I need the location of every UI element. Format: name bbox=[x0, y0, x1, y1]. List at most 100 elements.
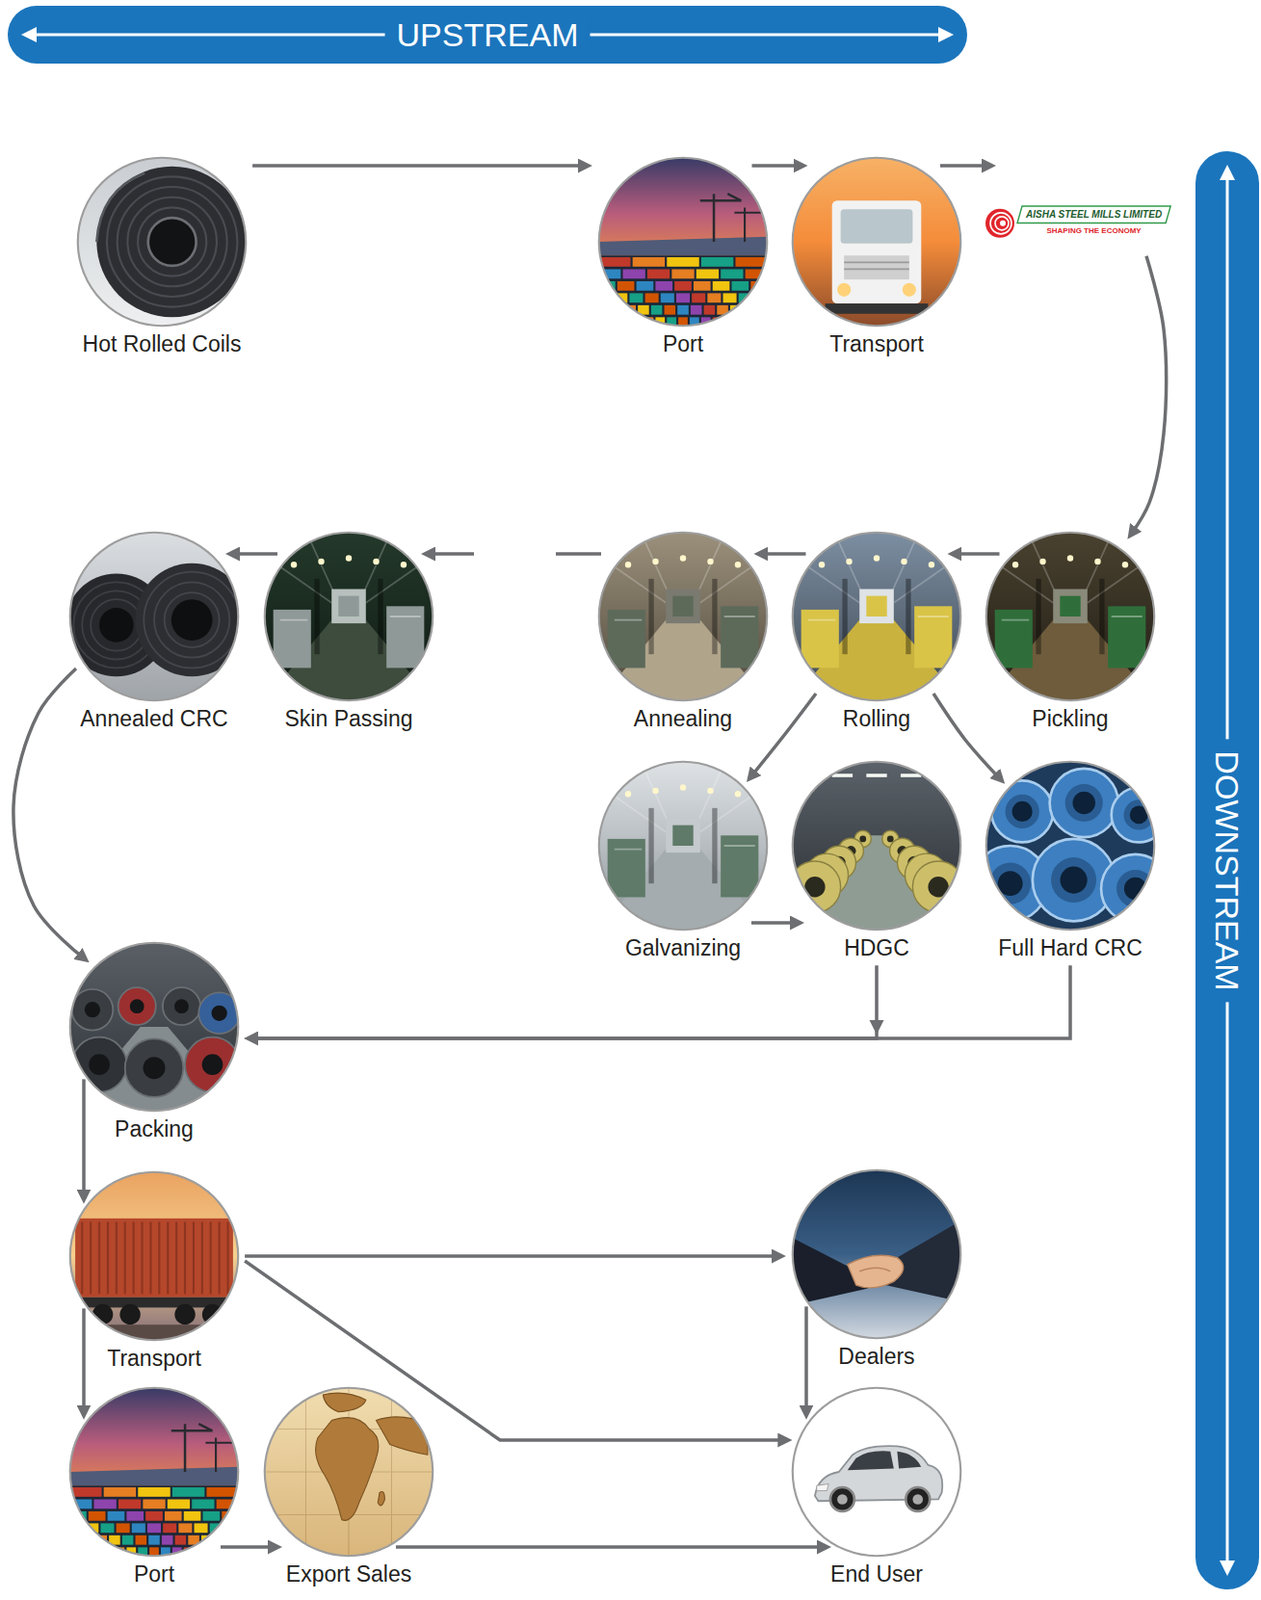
illustration-shape bbox=[262, 1386, 435, 1558]
illustration-shape bbox=[164, 1511, 183, 1522]
illustration-shape bbox=[691, 292, 706, 303]
flow-arrow bbox=[940, 163, 990, 168]
illustration-shape bbox=[315, 1418, 379, 1522]
illustration-shape bbox=[790, 1168, 963, 1340]
illustration-shape bbox=[171, 599, 213, 641]
logo-text: SHAPING THE ECONOMY bbox=[1017, 226, 1171, 236]
node-label: Export Sales bbox=[286, 1562, 412, 1587]
illustration-shape bbox=[226, 1221, 229, 1294]
illustration-shape bbox=[825, 303, 929, 315]
illustration-shape bbox=[866, 596, 887, 617]
process-photo bbox=[262, 530, 435, 703]
illustration-shape bbox=[597, 156, 769, 328]
illustration-shape bbox=[211, 1005, 228, 1022]
illustration-shape bbox=[400, 561, 407, 568]
illustration-shape bbox=[69, 1547, 79, 1557]
illustration-shape bbox=[1094, 558, 1101, 565]
illustration-shape bbox=[847, 1450, 894, 1471]
illustration-shape bbox=[1050, 768, 1119, 838]
illustration-shape bbox=[1050, 857, 1097, 903]
illustration-shape bbox=[598, 305, 610, 316]
illustration-shape bbox=[690, 305, 703, 316]
illustration-shape bbox=[117, 186, 228, 297]
band-arrow-head bbox=[1219, 1560, 1235, 1577]
flow-arrow bbox=[804, 1306, 809, 1413]
illustration-shape bbox=[175, 1221, 178, 1294]
illustration-shape bbox=[290, 561, 297, 568]
illustration-shape bbox=[693, 281, 711, 291]
illustration-shape bbox=[80, 1221, 83, 1294]
illustration-shape bbox=[665, 818, 701, 854]
illustration-shape bbox=[832, 200, 922, 304]
illustration-shape bbox=[665, 589, 701, 625]
illustration-shape bbox=[790, 760, 963, 932]
illustration-shape bbox=[1072, 791, 1095, 815]
illustration-shape bbox=[90, 599, 142, 651]
illustration-shape bbox=[609, 316, 620, 327]
illustration-shape bbox=[732, 281, 750, 291]
illustration-shape bbox=[818, 561, 825, 568]
illustration-shape bbox=[172, 1487, 205, 1498]
illustration-shape bbox=[118, 987, 157, 1025]
illustration-shape bbox=[928, 561, 935, 568]
photo-illustration bbox=[984, 530, 1156, 703]
process-photo bbox=[790, 1168, 963, 1340]
illustration-shape bbox=[724, 316, 735, 327]
photo-illustration bbox=[790, 1386, 963, 1558]
illustration-shape bbox=[157, 1221, 160, 1294]
node-label: Annealed CRC bbox=[79, 707, 228, 732]
process-photo bbox=[68, 1386, 240, 1558]
illustration-shape bbox=[191, 1498, 214, 1509]
illustration-shape bbox=[93, 1498, 116, 1509]
illustration-shape bbox=[676, 292, 690, 303]
illustration-shape bbox=[597, 255, 769, 328]
node-label: Annealing bbox=[633, 707, 733, 732]
illustration-shape bbox=[174, 1304, 195, 1325]
illustration-shape bbox=[217, 1547, 228, 1557]
illustration-shape bbox=[758, 316, 768, 327]
illustration-shape bbox=[171, 1423, 213, 1472]
flow-arrow bbox=[250, 965, 877, 1039]
illustration-shape bbox=[607, 609, 646, 669]
illustration-shape bbox=[142, 1498, 165, 1509]
illustration-shape bbox=[69, 1523, 83, 1533]
flow-arrow bbox=[933, 693, 1000, 780]
illustration-shape bbox=[671, 268, 694, 279]
illustration-shape bbox=[735, 561, 741, 568]
illustration-shape bbox=[345, 554, 352, 561]
illustration-shape bbox=[704, 305, 716, 316]
illustration-shape bbox=[202, 1053, 224, 1076]
photo-illustration bbox=[68, 1386, 240, 1558]
illustration-shape bbox=[647, 268, 670, 279]
illustration-shape bbox=[194, 1523, 209, 1533]
illustration-shape bbox=[161, 1535, 174, 1546]
illustration-shape bbox=[69, 1535, 81, 1546]
illustration-shape bbox=[837, 283, 851, 297]
band-arrow-head bbox=[938, 26, 954, 43]
flow-arrow bbox=[220, 1545, 276, 1550]
illustration-shape bbox=[377, 578, 383, 655]
illustration-shape bbox=[262, 530, 435, 703]
illustration-shape bbox=[96, 173, 145, 242]
illustration-shape bbox=[229, 1547, 239, 1557]
illustration-shape bbox=[632, 257, 665, 267]
circle-outline bbox=[599, 532, 767, 701]
illustration-shape bbox=[720, 268, 743, 279]
photo-illustration bbox=[790, 530, 963, 703]
illustration-shape bbox=[84, 1001, 101, 1018]
illustration-shape bbox=[712, 281, 731, 291]
illustration-shape bbox=[660, 292, 675, 303]
illustration-shape bbox=[905, 1487, 930, 1512]
logo-icon bbox=[985, 209, 1015, 238]
illustration-shape bbox=[178, 1523, 192, 1533]
illustration-shape bbox=[331, 589, 367, 625]
process-circle: Annealing bbox=[597, 530, 769, 732]
illustration-shape bbox=[192, 1221, 195, 1294]
illustration-shape bbox=[843, 255, 910, 280]
circle-outline bbox=[986, 761, 1155, 930]
logo-text: AISHA STEEL MILLS LIMITED bbox=[1017, 206, 1171, 224]
illustration-shape bbox=[140, 1221, 143, 1294]
illustration-shape bbox=[735, 316, 745, 327]
photo-illustration bbox=[597, 530, 769, 703]
circle-outline bbox=[792, 1170, 961, 1339]
